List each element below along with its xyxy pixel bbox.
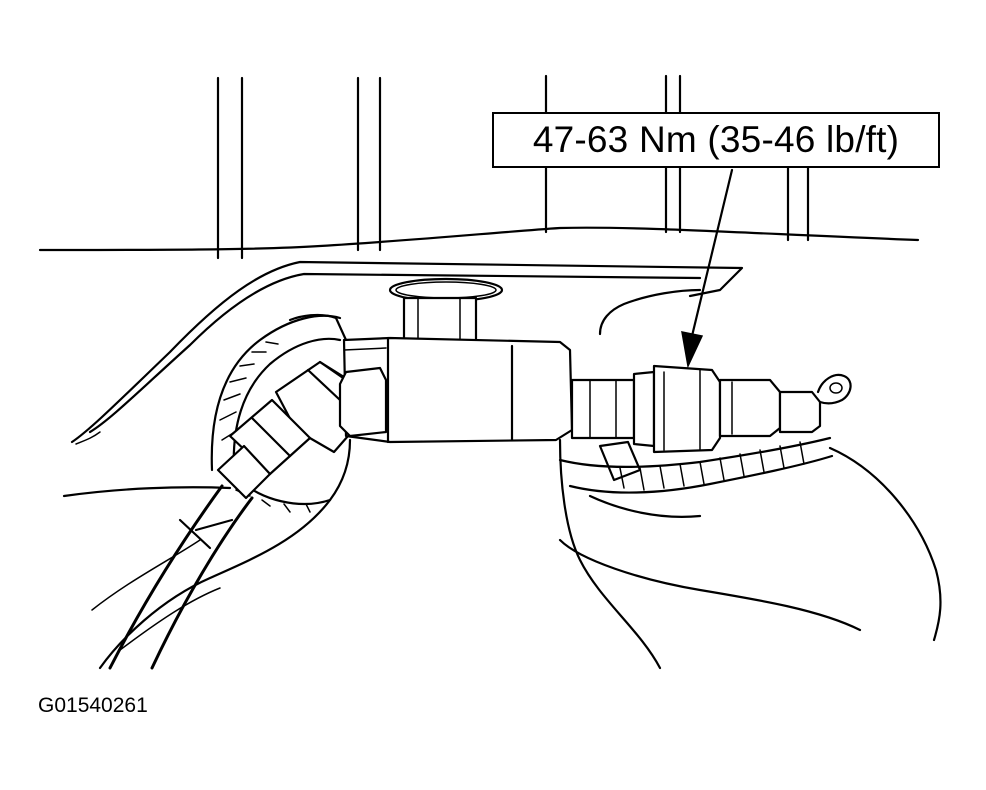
- lower-hoses: [108, 484, 254, 670]
- floor-line: [38, 226, 920, 252]
- elbow-fitting: [216, 360, 364, 500]
- torque-callout-box: 47-63 Nm (35-46 lb/ft): [492, 112, 940, 168]
- pressure-switch-fitting: [570, 364, 852, 454]
- valve-block: [338, 296, 574, 444]
- wire-harness: [558, 288, 834, 518]
- leader-arrow: [681, 168, 734, 369]
- tank-body: [62, 438, 942, 670]
- background-posts: [216, 74, 810, 260]
- torque-spec-label: 47-63 Nm (35-46 lb/ft): [532, 119, 900, 160]
- bracket-plate: [70, 260, 744, 445]
- figure-id-label: G01540261: [38, 694, 148, 717]
